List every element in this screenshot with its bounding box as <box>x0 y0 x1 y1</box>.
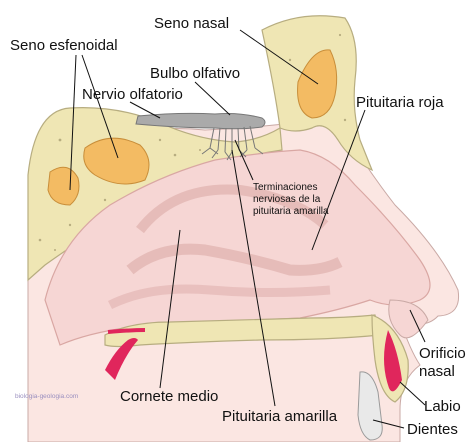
label-orificio: Orificio <box>419 345 466 362</box>
label-cornete-medio: Cornete medio <box>120 388 218 405</box>
label-seno-nasal: Seno nasal <box>154 15 229 32</box>
palate-mucosa <box>108 330 145 332</box>
label-terminaciones-3: pituitaria amarilla <box>253 206 329 217</box>
label-bulbo-olfativo: Bulbo olfativo <box>150 65 240 82</box>
label-terminaciones-2: nerviosas de la <box>253 194 321 205</box>
label-dientes: Dientes <box>407 421 458 438</box>
sphenoid-sinus-b <box>48 167 79 205</box>
label-pituitaria-amarilla: Pituitaria amarilla <box>222 408 338 425</box>
label-labio: Labio <box>424 398 461 415</box>
watermark: biologia-geologia.com <box>15 393 78 400</box>
label-seno-esfenoidal: Seno esfenoidal <box>10 37 118 54</box>
label-nervio-olfatorio: Nervio olfatorio <box>82 86 183 103</box>
label-nasal: nasal <box>419 363 455 380</box>
label-pituitaria-roja: Pituitaria roja <box>356 94 444 111</box>
label-terminaciones-1: Terminaciones <box>253 182 317 193</box>
